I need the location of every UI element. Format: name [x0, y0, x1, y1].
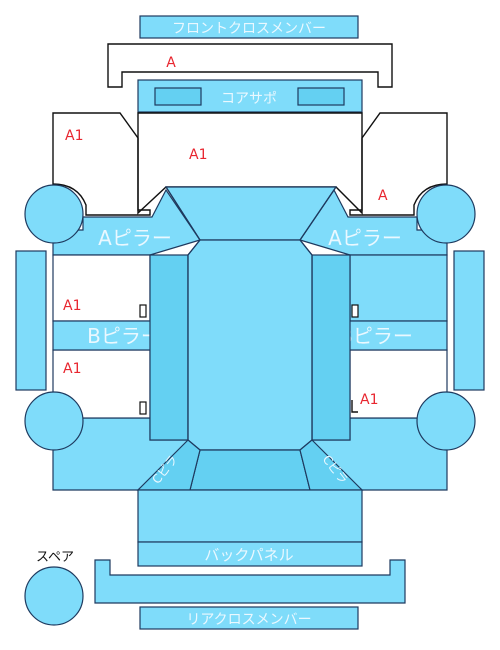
mark-hood: A1	[189, 147, 207, 163]
core-support-right-slot	[297, 87, 345, 106]
mark-front-member: A	[166, 55, 176, 71]
left-roof-rail	[149, 254, 189, 441]
spare-tire	[24, 566, 84, 626]
rear-right-wheel	[416, 391, 476, 451]
core-support-label: コアサポ	[221, 91, 277, 107]
right-rear-door-handle	[351, 400, 358, 413]
b-pillar-right-label: Bピラー	[339, 324, 413, 348]
front-member-mark-bg	[162, 52, 180, 70]
back-panel-label: バックパネル	[204, 546, 293, 564]
rear-bumper-bracket	[94, 559, 406, 604]
roof-panel	[187, 239, 313, 451]
right-roof-rail	[311, 254, 351, 441]
left-rear-door-handle	[139, 401, 147, 415]
left-side-sill	[15, 250, 47, 391]
front-cross-member-box	[139, 15, 359, 39]
right-front-door	[349, 254, 448, 322]
rear-window	[189, 449, 311, 491]
rear-left-wheel	[24, 391, 84, 451]
mark-left-rear-door: A1	[63, 361, 81, 377]
core-support-left-slot	[154, 87, 202, 106]
right-side-sill	[453, 250, 485, 391]
mark-left-front-door: A1	[63, 298, 81, 314]
rear-cross-member-label: リアクロスメンバー	[186, 612, 311, 628]
right-front-door-handle	[351, 304, 359, 318]
roof-outer	[165, 186, 337, 440]
mark-right-rear-door: A1	[360, 392, 378, 408]
a-pillar-left-label: Aピラー	[98, 226, 172, 250]
rear-cross-member-box	[139, 606, 359, 630]
left-front-door-handle	[139, 304, 147, 318]
mark-front-right-fender: A	[378, 188, 388, 204]
front-left-wheel	[24, 184, 84, 244]
spare-label: スペア	[36, 550, 74, 565]
left-front-door	[52, 254, 151, 322]
front-member-bracket	[107, 43, 393, 88]
b-pillar-left-label: Bピラー	[87, 324, 161, 348]
back-panel-box	[137, 541, 363, 567]
front-cross-member-label: フロントクロスメンバー	[172, 21, 326, 37]
mark-front-left-fender: A1	[65, 128, 83, 144]
front-right-wheel	[416, 184, 476, 244]
a-pillar-right-label: Aピラー	[328, 226, 402, 250]
trunk-lid	[137, 489, 363, 543]
